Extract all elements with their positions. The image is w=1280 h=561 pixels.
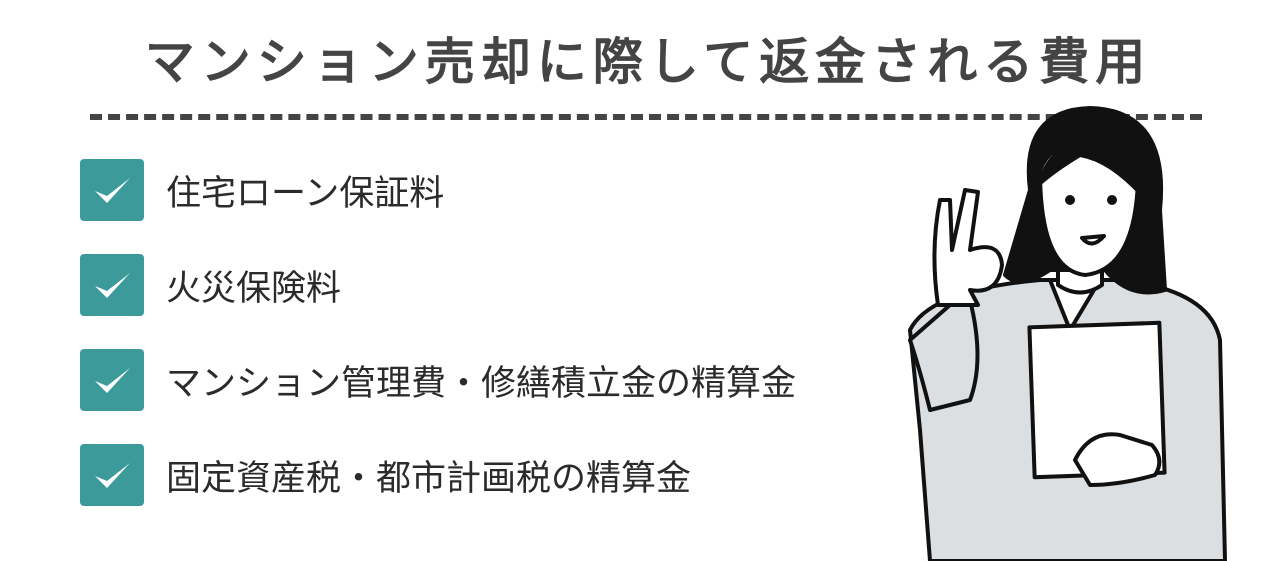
list-item-label: 固定資産税・都市計画税の精算金 bbox=[166, 458, 692, 499]
dashed-divider bbox=[90, 114, 1202, 120]
woman-illustration bbox=[908, 106, 1227, 561]
list-item: マンション管理費・修繕積立金の精算金 bbox=[80, 348, 796, 412]
check-icon bbox=[80, 444, 144, 506]
list-item-label: マンション管理費・修繕積立金の精算金 bbox=[166, 363, 797, 404]
check-icon bbox=[80, 159, 144, 221]
list-item-label: 住宅ローン保証料 bbox=[166, 173, 445, 214]
check-icon bbox=[80, 349, 144, 411]
check-icon bbox=[80, 254, 144, 316]
list-item: 固定資産税・都市計画税の精算金 bbox=[80, 443, 691, 507]
list-item: 住宅ローン保証料 bbox=[80, 158, 444, 222]
list-item: 火災保険料 bbox=[80, 253, 341, 317]
list-item-label: 火災保険料 bbox=[166, 268, 342, 309]
page-title: マンション売却に際して返金される費用 bbox=[144, 33, 1152, 91]
